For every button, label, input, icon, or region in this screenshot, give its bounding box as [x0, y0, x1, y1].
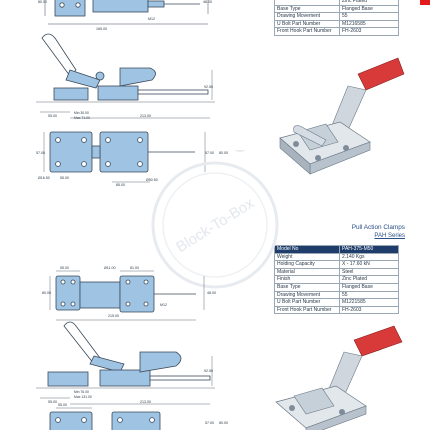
dim-label: 213.00: [140, 114, 151, 118]
dim-label: Ø11.00: [104, 266, 116, 270]
spec-value: Flanged Base: [339, 4, 399, 14]
top-base-view: [43, 131, 206, 183]
dim-label: Min 76.00: [74, 390, 89, 394]
spec-key: Front Hook Part Number: [274, 27, 340, 36]
dim-label: 85.00: [116, 183, 125, 187]
spec-value: 55: [339, 12, 399, 21]
dim-label: M12: [160, 303, 167, 307]
top-plan-view: [44, 0, 209, 25]
spec-value: Zinc Plated: [339, 275, 399, 284]
dim-label: 213.00: [140, 400, 151, 404]
series-title: Pull Action Clamps: [351, 224, 405, 231]
dim-label: 215.00: [108, 314, 119, 318]
top-technical-drawings: 80.00 48.00 165.00 M12 92.50 Min 30.00 M…: [36, 0, 228, 187]
dim-label: Min 30.00: [74, 111, 89, 115]
spec-key: Base Type: [274, 4, 340, 14]
spec-value: X - 17.60 kN: [339, 260, 399, 269]
spec-value: FH-2603: [339, 27, 399, 36]
spec-value: 2.140 Kgs: [339, 252, 399, 262]
dim-label: Max 131.00: [74, 395, 92, 399]
series-subtitle: PAH Series: [374, 233, 405, 239]
dim-label: 55.00: [60, 176, 69, 180]
spec-value: 55: [339, 290, 399, 300]
top-side-view: [36, 33, 215, 119]
dim-label: 80.00: [42, 291, 51, 295]
spec-header-value: PAH-375-M50: [339, 245, 399, 254]
dim-label: 81.00: [130, 266, 139, 270]
top-clamp-render: [279, 57, 405, 175]
bottom-clamp-render: [275, 325, 403, 430]
bottom-base-view: [49, 407, 161, 430]
bottom-technical-drawings: 55.00 Ø11.00 81.00 80.00 48.00 M12 215.0…: [36, 266, 228, 430]
spec-value: M1216585: [339, 19, 399, 29]
dim-label: Max 71.00: [74, 116, 90, 120]
spec-value: Steel: [339, 267, 399, 277]
bottom-side-view: [36, 321, 215, 405]
dim-label: Ø16.50: [38, 176, 50, 180]
spec-value: FH-2603: [339, 305, 399, 315]
spec-key: Drawing Movement: [274, 12, 340, 21]
dim-label: 48.00: [203, 0, 212, 4]
dim-label: 57.00: [36, 151, 45, 155]
dim-label: 55.00: [48, 114, 57, 118]
spec-value: M1221585: [339, 298, 399, 307]
dim-label: 57.00: [205, 421, 214, 425]
dim-label: 92.50: [204, 85, 213, 89]
spec-value: Flanged Base: [339, 282, 399, 292]
spec-key: U Bolt Part Number: [274, 19, 340, 29]
dim-label: 48.00: [207, 291, 216, 295]
dim-label: Ø50.50: [146, 178, 158, 182]
dim-label: 92.50: [204, 369, 213, 373]
dim-label: 55.00: [58, 403, 67, 407]
corner-marker: [420, 0, 430, 5]
dim-label: 55.00: [60, 266, 69, 270]
spec-header-row: Model No PAH-375-M50: [274, 245, 399, 254]
dim-label: 80.00: [219, 151, 228, 155]
dim-label: M12: [148, 17, 155, 21]
dim-label: 57.00: [205, 151, 214, 155]
dim-label: 80.00: [219, 421, 228, 425]
watermark-text: Block-To-Box: [173, 195, 257, 257]
dim-label: 80.00: [38, 0, 47, 4]
watermark-logo: Block-To-Box: [151, 150, 279, 289]
dim-label: 165.00: [96, 27, 107, 31]
bottom-plan-view: [49, 270, 205, 321]
spec-key: Front Hook Part Number: [274, 305, 340, 315]
dim-label: 55.00: [48, 400, 57, 404]
